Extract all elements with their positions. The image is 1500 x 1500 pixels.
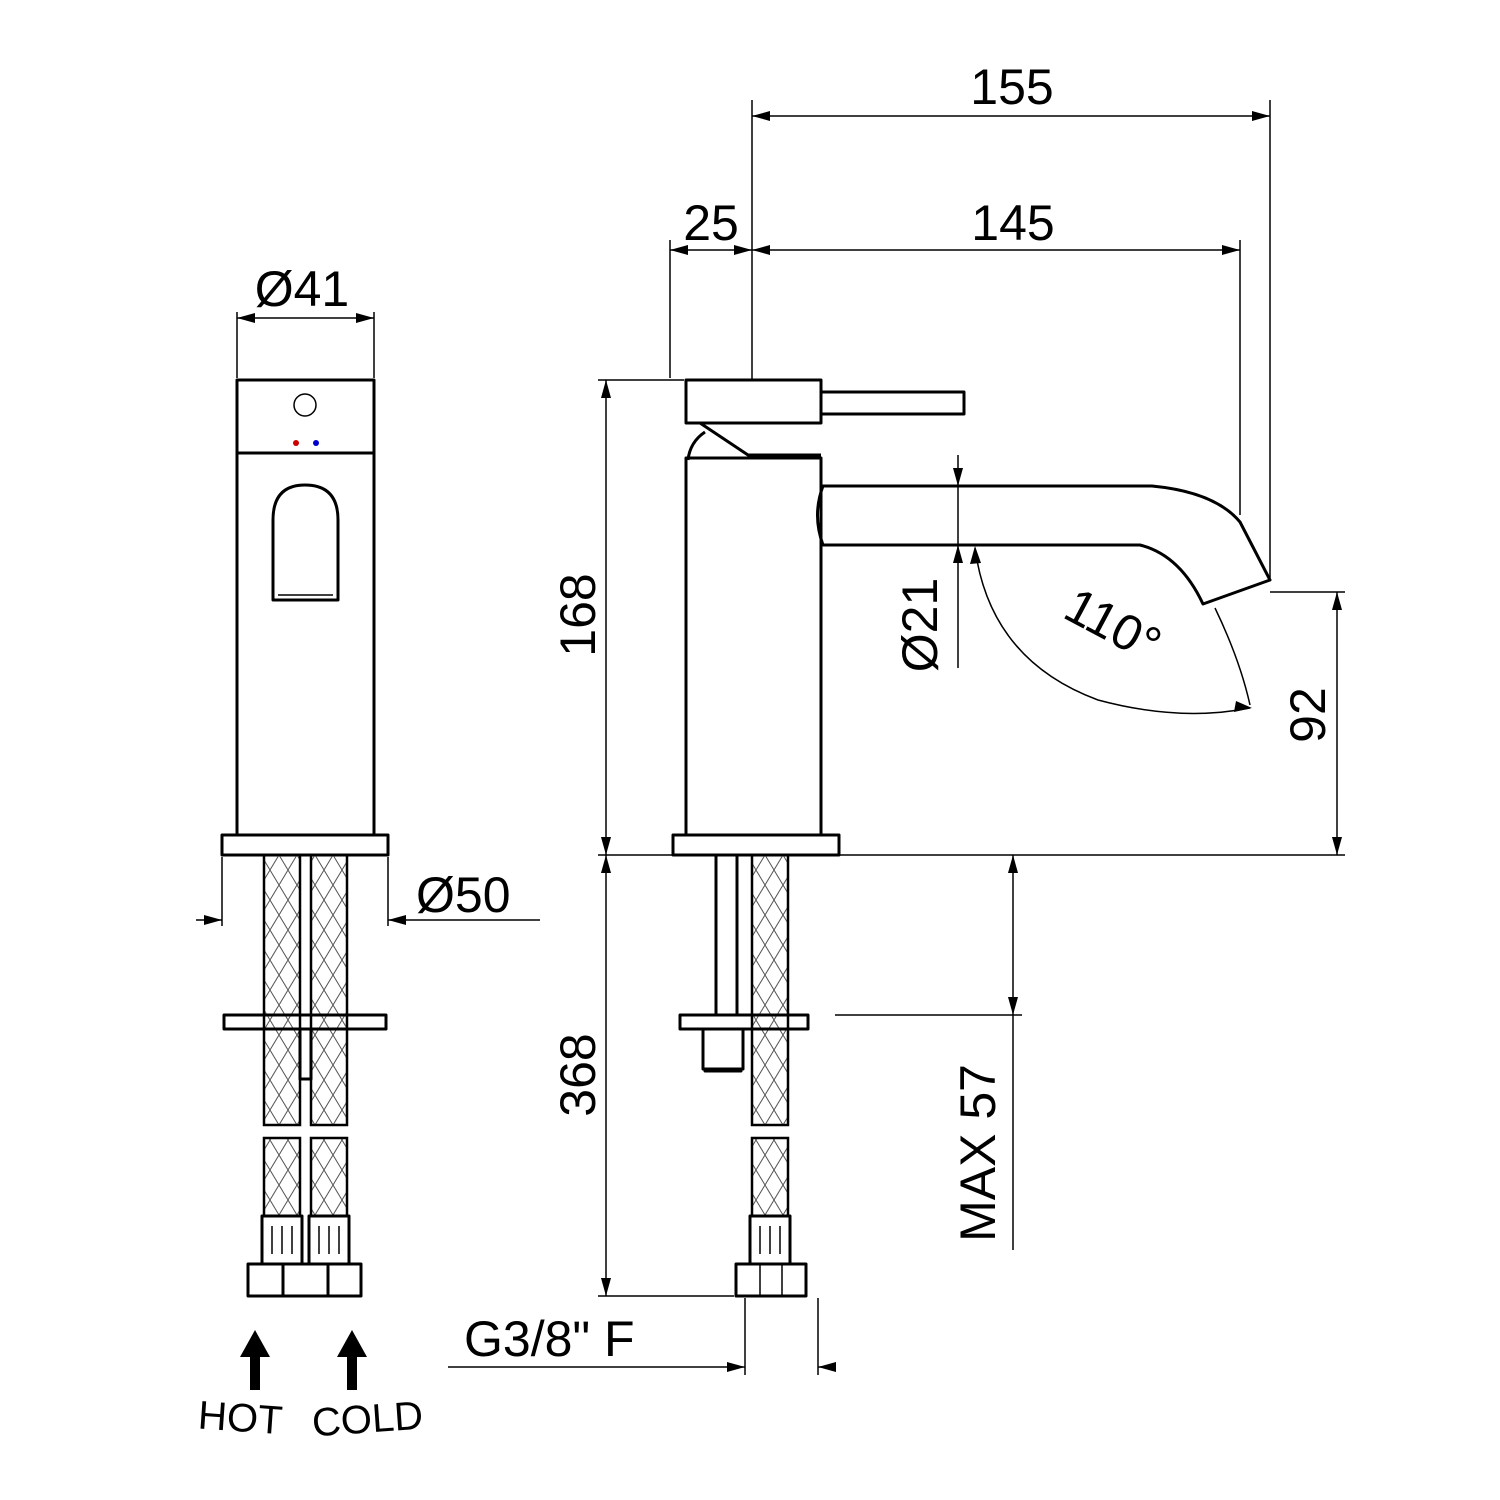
front-base — [220, 833, 390, 857]
side-body — [684, 456, 823, 837]
hot-inlet-arrow-icon — [240, 1330, 270, 1390]
side-fixing-nut — [701, 1027, 745, 1071]
front-body — [235, 451, 376, 837]
side-hose — [750, 853, 790, 1127]
swivel-arc — [974, 547, 1251, 715]
base-diameter-label: Ø50 — [416, 867, 511, 923]
side-base — [671, 833, 841, 857]
max-deck-thickness-label: MAX 57 — [950, 1064, 1006, 1242]
cold-nut — [326, 1262, 363, 1298]
hot-nut — [246, 1262, 285, 1298]
connection-label: G3/8" F — [464, 1311, 635, 1367]
side-spout — [816, 484, 1272, 606]
side-threaded-stud — [714, 853, 739, 1017]
side-lever — [819, 390, 966, 416]
front-spout-outlet — [271, 483, 340, 602]
hot-dot-icon — [293, 440, 299, 446]
cold-label: COLD — [311, 1394, 425, 1446]
cold-hose — [309, 853, 349, 1127]
side-nut — [734, 1262, 808, 1298]
handle-indicator-icon — [293, 393, 317, 417]
spout-height-label: 92 — [1280, 687, 1336, 743]
body-diameter-label: Ø41 — [255, 261, 350, 317]
cold-inlet-arrow-icon — [337, 1330, 367, 1390]
front-fixing-plate — [222, 1013, 388, 1031]
hot-hose — [262, 853, 302, 1127]
side-view: 155 25 145 168 368 92 — [448, 59, 1345, 1375]
body-height-label: 168 — [550, 573, 606, 656]
hot-label: HOT — [197, 1393, 284, 1443]
rear-offset-label: 25 — [683, 195, 739, 251]
spout-reach-label: 145 — [971, 195, 1054, 251]
front-view: Ø41 Ø50 HOT COLD — [196, 261, 540, 1445]
hose-length-label: 368 — [550, 1033, 606, 1116]
cold-dot-icon — [313, 440, 319, 446]
total-reach-label: 155 — [970, 59, 1053, 115]
swivel-angle-label: 110° — [1056, 577, 1170, 673]
side-handle-cap — [684, 378, 823, 425]
spout-diameter-label: Ø21 — [892, 578, 948, 673]
